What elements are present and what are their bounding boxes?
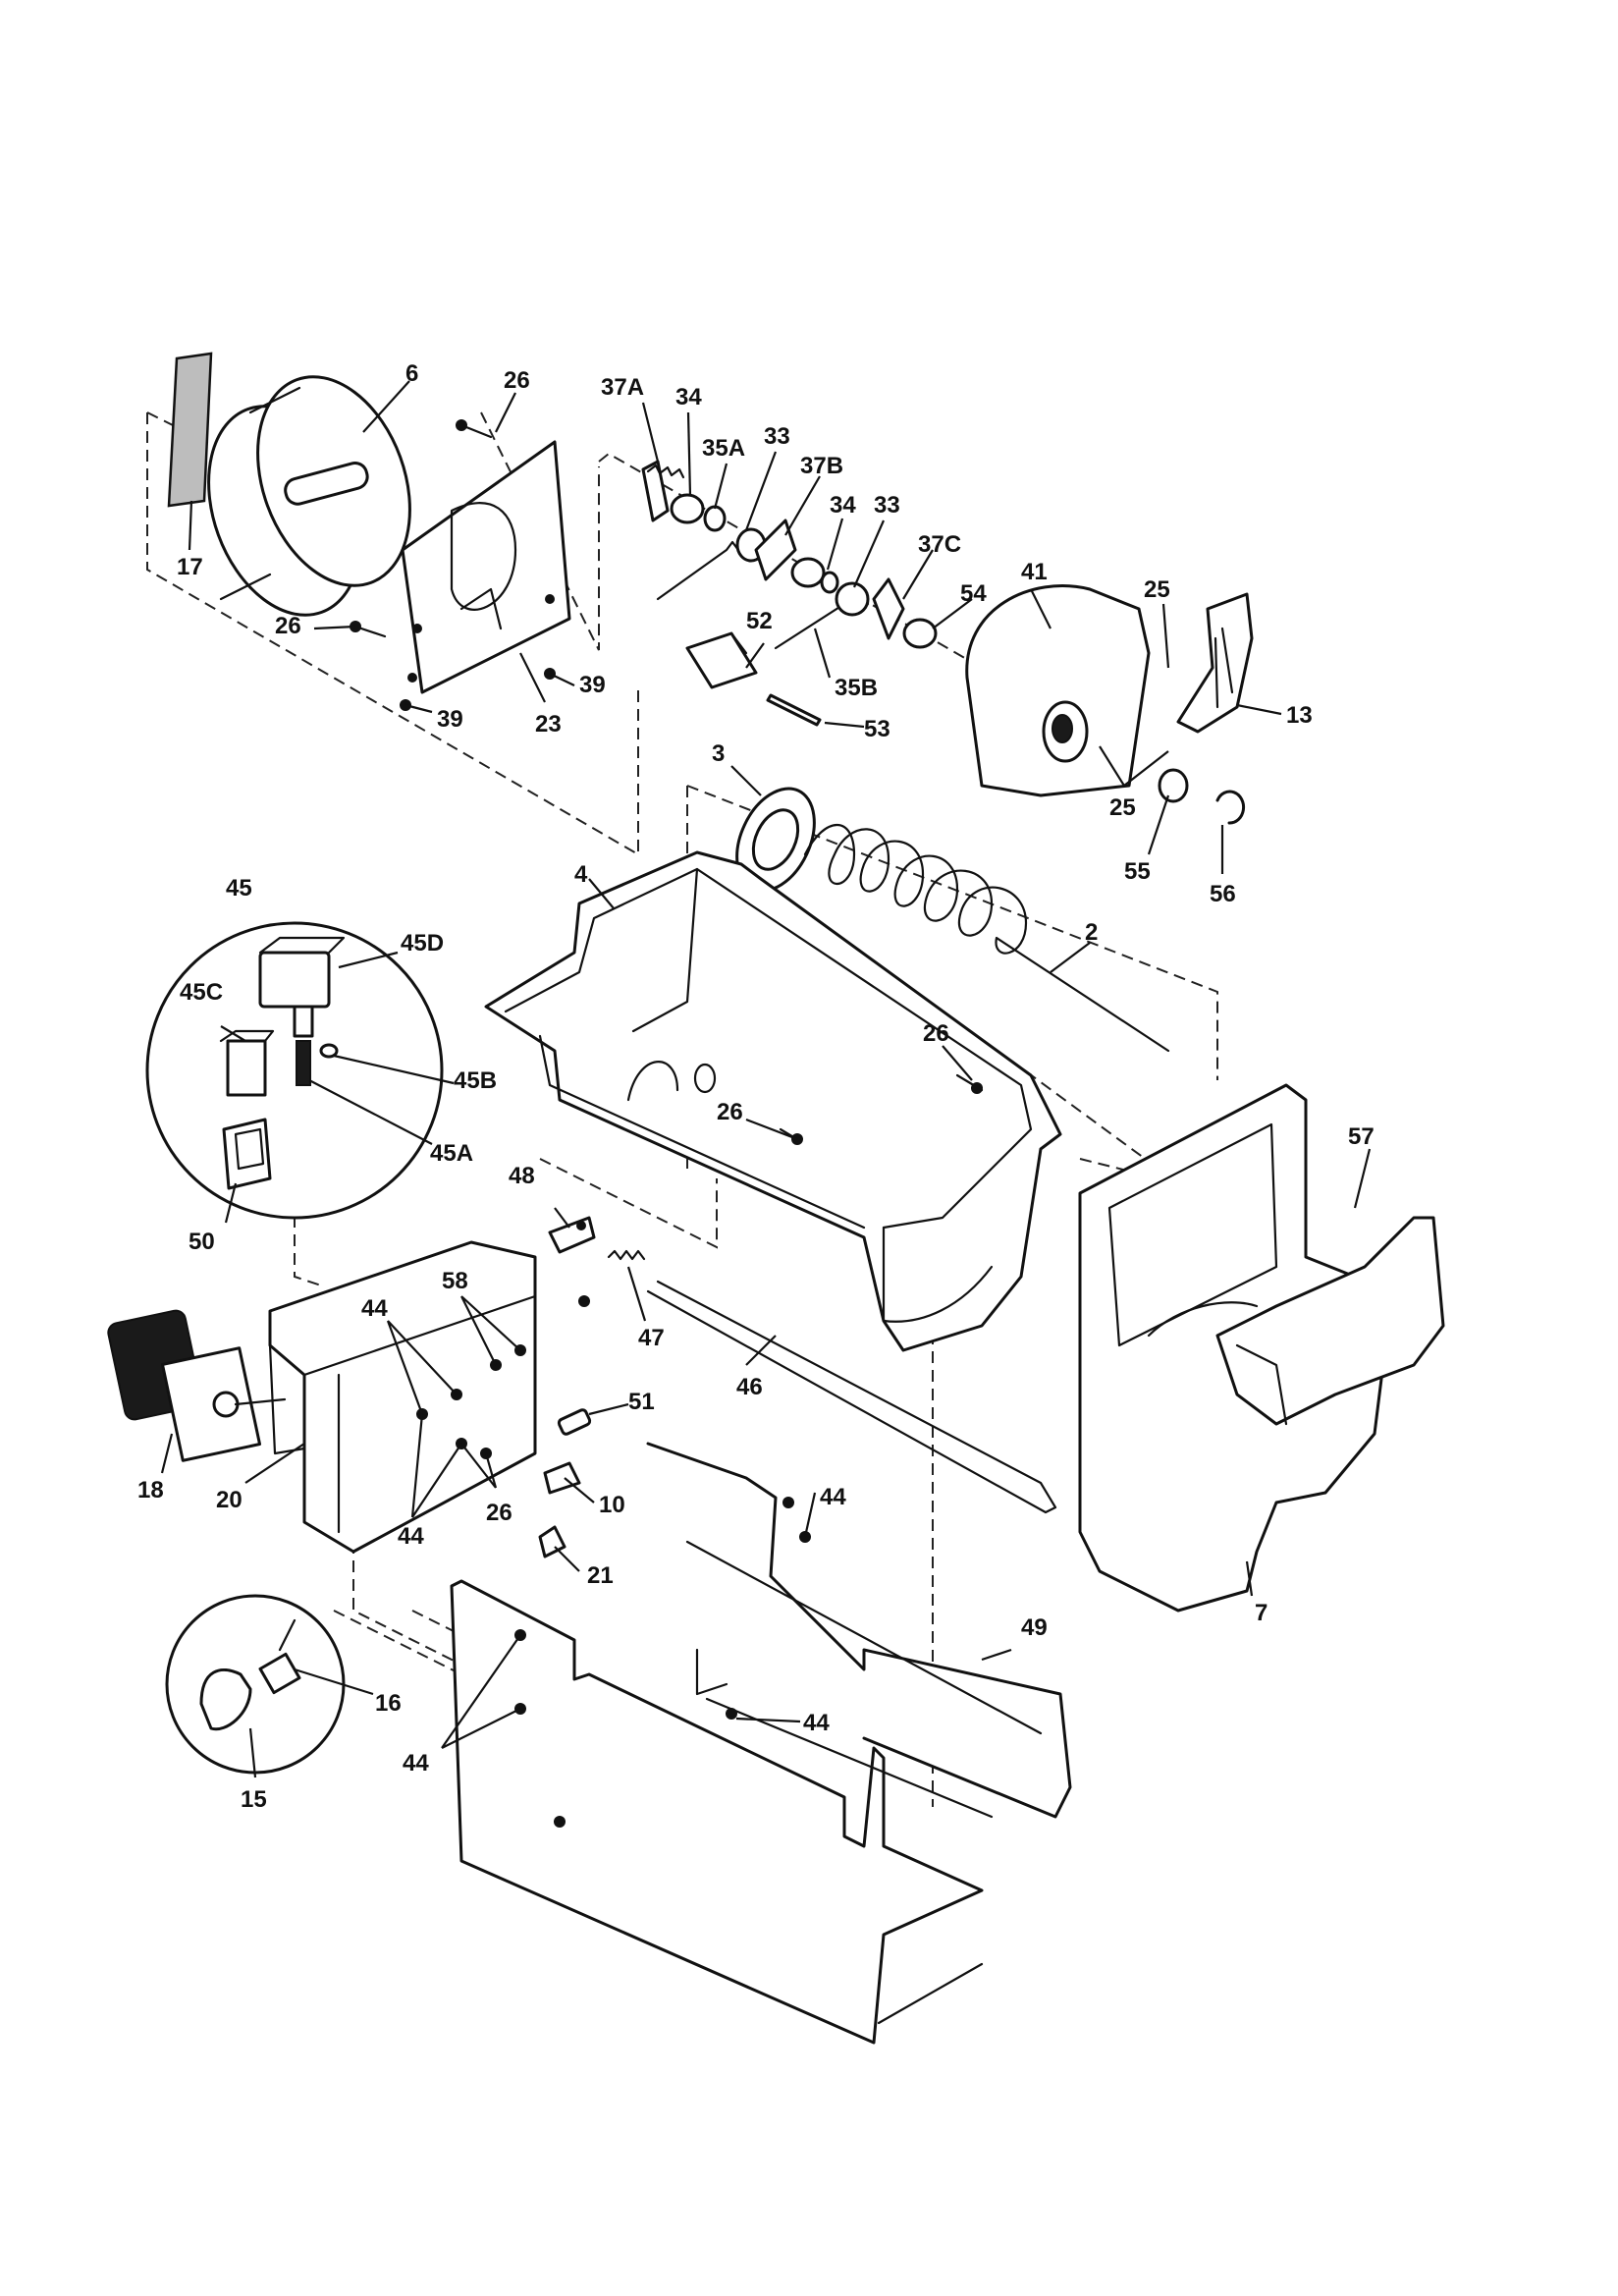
callout-44: 44: [820, 1484, 846, 1510]
part-47-spring: [578, 1249, 646, 1307]
callout-44: 44: [398, 1523, 424, 1550]
part-52-bracket: [685, 631, 758, 689]
part-18-drive-motor: [107, 1309, 287, 1462]
callout-45A: 45A: [430, 1140, 473, 1167]
callout-25: 25: [1109, 794, 1136, 821]
callout-37C: 37C: [918, 531, 961, 558]
callout-26: 26: [717, 1099, 743, 1125]
part-6-drum-wheel: [207, 375, 411, 617]
callout-54: 54: [960, 580, 987, 607]
callout-26: 26: [275, 613, 301, 639]
callout-26: 26: [504, 367, 530, 394]
callout-labels: 6 26 37A 34 35A 33 37B 34 33 37C 41 25 5…: [137, 360, 1375, 1813]
screws-26-39: [350, 419, 556, 711]
callout-35A: 35A: [702, 435, 745, 462]
callout-44: 44: [803, 1710, 830, 1736]
part-10-clip: [543, 1461, 581, 1495]
callout-45: 45: [226, 875, 252, 902]
callout-6: 6: [405, 360, 418, 387]
part-45-solenoid-inset: [145, 921, 444, 1220]
callout-48: 48: [509, 1163, 535, 1189]
part-2-auger-spring: [803, 824, 1170, 1053]
callout-15: 15: [241, 1786, 267, 1813]
gear-train-assembly: [641, 460, 938, 650]
part-48-bracket: [548, 1216, 596, 1254]
callout-39: 39: [579, 672, 606, 698]
callout-58: 58: [442, 1268, 468, 1294]
callout-50: 50: [189, 1229, 215, 1255]
callout-21: 21: [587, 1562, 614, 1589]
part-41-cover: [965, 584, 1151, 797]
callout-37B: 37B: [800, 453, 843, 479]
part-13-chute-flap: [1176, 592, 1254, 734]
part-23-mounting-plate: [401, 440, 571, 694]
callout-20: 20: [216, 1487, 243, 1513]
part-17-filter-strip: [167, 352, 213, 508]
part-15-16-lamp-inset: [165, 1594, 346, 1775]
callout-23: 23: [535, 711, 562, 738]
callout-16: 16: [375, 1690, 402, 1717]
callout-56: 56: [1210, 881, 1236, 907]
part-3-bearing-ring: [735, 787, 816, 893]
callout-34: 34: [830, 492, 856, 519]
callout-35B: 35B: [835, 675, 878, 701]
callout-41: 41: [1021, 559, 1048, 585]
callout-34: 34: [675, 384, 702, 410]
callout-51: 51: [628, 1389, 655, 1415]
part-51-switch: [557, 1408, 592, 1436]
part-46-actuator-rod: [646, 1280, 1057, 1514]
callout-18: 18: [137, 1477, 164, 1503]
callout-52: 52: [746, 608, 773, 634]
callout-57: 57: [1348, 1123, 1375, 1150]
callout-39: 39: [437, 706, 463, 733]
callout-53: 53: [864, 716, 890, 742]
part-49-bottom-panel: [450, 1442, 1072, 2045]
leader-lines: [160, 380, 1372, 1778]
part-4-ice-bin: [484, 850, 1062, 1352]
callout-3: 3: [712, 740, 725, 767]
callout-44: 44: [361, 1295, 388, 1322]
callout-37A: 37A: [601, 374, 644, 401]
callout-55: 55: [1124, 858, 1151, 885]
callout-17: 17: [177, 554, 203, 580]
part-55-washer: [1158, 768, 1189, 803]
part-57-dispenser-door: [1215, 1216, 1445, 1426]
callout-45B: 45B: [454, 1067, 497, 1094]
callout-25: 25: [1144, 576, 1170, 603]
callout-2: 2: [1085, 919, 1098, 946]
callout-26: 26: [486, 1500, 512, 1526]
part-56-clip: [1215, 790, 1246, 825]
callout-7: 7: [1255, 1600, 1267, 1626]
part-20-housing: [268, 1240, 537, 1554]
callout-4: 4: [574, 861, 588, 888]
part-53-rod: [766, 693, 822, 727]
callout-13: 13: [1286, 702, 1313, 729]
callout-49: 49: [1021, 1614, 1048, 1641]
callout-45D: 45D: [401, 930, 444, 957]
callout-26: 26: [923, 1020, 949, 1047]
callout-46: 46: [736, 1374, 763, 1400]
callout-10: 10: [599, 1492, 625, 1518]
callout-45C: 45C: [180, 979, 223, 1006]
callout-44: 44: [403, 1750, 429, 1777]
callout-33: 33: [764, 423, 790, 450]
callout-47: 47: [638, 1325, 665, 1351]
callout-33: 33: [874, 492, 900, 519]
